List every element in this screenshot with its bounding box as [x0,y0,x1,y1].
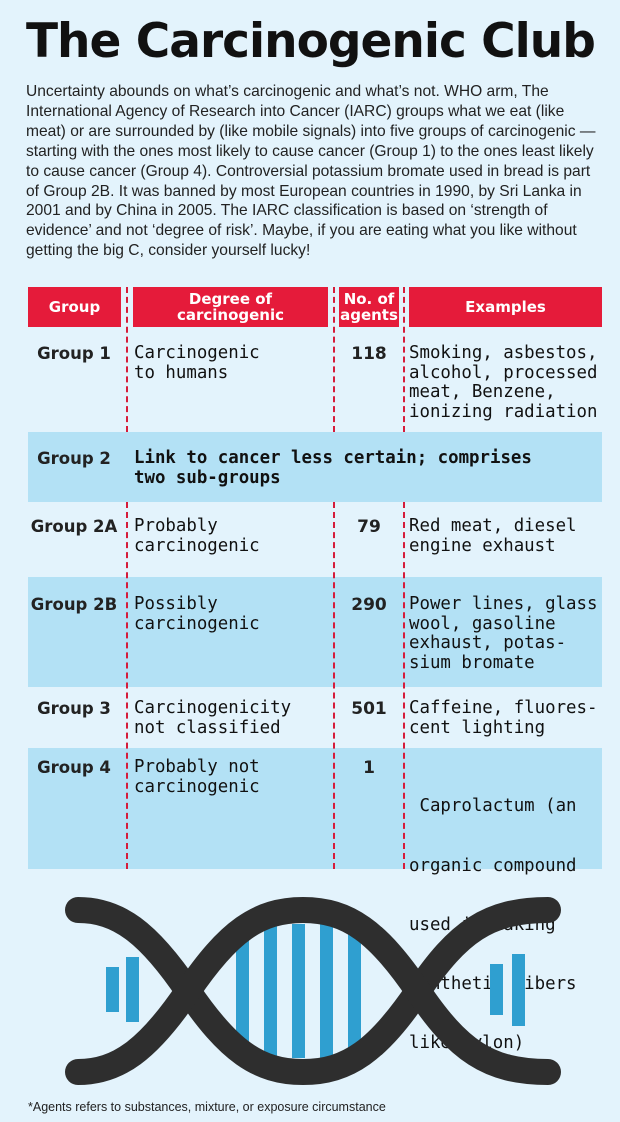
example-line: cent lighting [409,717,546,738]
dna-helix-icon [65,896,561,1086]
header-examples: Examples [409,287,602,327]
dna-rung [264,924,277,1058]
page-title: The Carcinogenic Club [26,14,596,69]
degree-cell: Possibly carcinogenic [134,594,260,634]
header-agents: No. of agents [339,287,399,327]
degree-cell: Carcinogenic to humans [134,343,260,383]
degree-cell: Carcinogenicity not classified [134,698,292,738]
group-label: Group 3 [37,699,111,718]
row-bg-group-2 [28,432,602,502]
dna-rung [512,954,525,1026]
dna-rung [320,924,333,1058]
dna-rung [292,924,305,1058]
dna-rungs [106,924,525,1058]
row-bg-group-2b [28,577,602,687]
row-bg-group-4 [28,748,602,869]
example-line: wool, gasoline [409,613,556,634]
examples-cell: Smoking, asbestos, alcohol, processed me… [409,343,598,423]
degree-line: to humans [134,362,229,383]
dna-strands [65,896,561,1086]
dna-rung [490,964,503,1015]
column-divider [403,502,405,869]
example-line: Caprolactum (an [409,796,577,817]
column-divider [126,287,128,432]
degree-line: not classified [134,717,281,738]
example-line: Caffeine, fluores- [409,698,598,718]
degree-line: Probably not [134,757,260,777]
header-agents-line1: No. of [343,290,395,308]
degree-line: Probably [134,516,218,536]
degree-line: Carcinogenic [134,343,260,363]
dna-rung [106,967,119,1012]
header-agents-line2: agents [340,306,398,324]
agents-count: 79 [357,517,381,537]
note-line: Link to cancer less certain; comprises [134,448,532,468]
examples-cell: Power lines, glass wool, gasoline exhaus… [409,594,598,674]
degree-line: carcinogenic [134,613,260,634]
column-divider [126,502,128,869]
dna-rung [236,930,249,1052]
footnote: *Agents refers to substances, mixture, o… [28,1100,386,1114]
group-label: Group 2B [30,595,118,614]
dna-strand [65,896,561,1085]
example-line: Smoking, asbestos, [409,343,598,363]
example-line: exhaust, potas- [409,633,567,654]
degree-cell: Probably not carcinogenic [134,757,260,797]
intro-text: Uncertainty abounds on what’s carcinogen… [26,83,596,260]
examples-cell: Red meat, diesel engine exhaust [409,516,577,556]
column-divider [403,287,405,432]
degree-line: Carcinogenicity [134,698,292,718]
header-degree: Degree of carcinogenic [133,287,328,327]
group-2-note: Link to cancer less certain; comprises t… [134,448,532,488]
column-divider [333,502,335,869]
group-label: Group 2 [37,449,111,468]
note-line: two sub-groups [134,467,281,488]
header-group: Group [28,287,121,327]
example-line: Red meat, diesel [409,516,577,536]
group-label: Group 4 [37,758,111,777]
agents-count: 1 [363,758,375,778]
dna-rung [348,930,361,1052]
dna-strand [65,897,561,1086]
degree-cell: Probably carcinogenic [134,516,260,556]
example-line: sium bromate [409,653,535,674]
example-line: ionizing radiation [409,402,598,423]
group-label: Group 2A [30,517,118,536]
column-divider [333,287,335,432]
degree-line: carcinogenic [134,535,260,556]
example-line: alcohol, processed [409,362,598,383]
example-line: meat, Benzene, [409,382,556,403]
example-line: organic compound [409,855,577,876]
agents-count: 290 [351,595,387,615]
agents-count: 501 [351,699,387,719]
example-line: engine exhaust [409,535,556,556]
dna-rung [126,957,139,1022]
examples-cell: Caffeine, fluores- cent lighting [409,698,598,738]
degree-line: carcinogenic [134,776,260,797]
example-line: Power lines, glass [409,594,598,614]
agents-count: 118 [351,344,387,364]
group-label: Group 1 [37,344,111,363]
degree-line: Possibly [134,594,218,614]
